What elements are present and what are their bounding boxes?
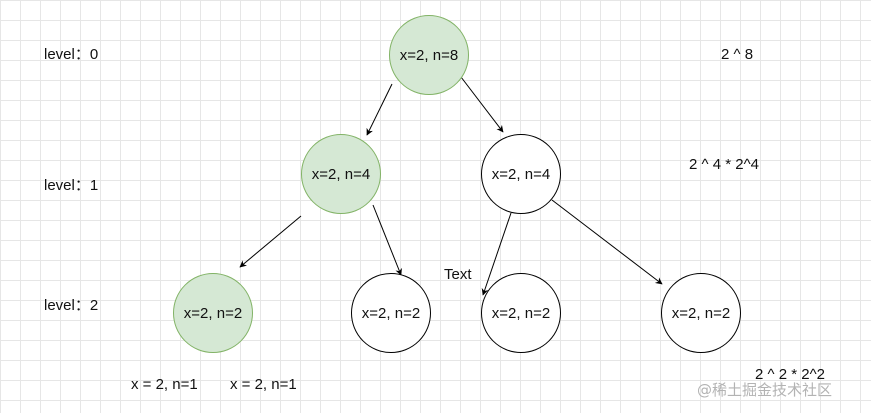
edge-right-to-c (481, 212, 512, 296)
node-level2-c: x=2, n=2 (481, 273, 561, 353)
node-level2-b: x=2, n=2 (351, 273, 431, 353)
node-root: x=2, n=8 (389, 15, 469, 95)
edge-left-to-b (372, 204, 402, 276)
edge-root-to-right (460, 76, 504, 133)
formula-level-0: 2 ^ 8 (721, 46, 754, 63)
level-label-2: level：2 (44, 297, 99, 314)
level-label-1: level：1 (44, 177, 99, 194)
node-level2-d: x=2, n=2 (661, 273, 741, 353)
edge-right-to-d (551, 199, 663, 285)
leaf-text-2: x = 2, n=1 (230, 376, 297, 393)
leaf-text-1: x = 2, n=1 (131, 376, 198, 393)
edge-left-to-a (239, 215, 302, 268)
node-level2-a: x=2, n=2 (173, 273, 253, 353)
level-label-0: level：0 (44, 46, 99, 63)
formula-level-1: 2 ^ 4 * 2^4 (689, 156, 759, 173)
formula-level-2: 2 ^ 2 * 2^2 (755, 366, 825, 383)
watermark: @稀土掘金技术社区 (697, 381, 833, 399)
node-level1-right: x=2, n=4 (481, 134, 561, 214)
edge-label-text: Text (444, 266, 472, 283)
edge-root-to-left (366, 83, 393, 136)
node-level1-left: x=2, n=4 (301, 134, 381, 214)
